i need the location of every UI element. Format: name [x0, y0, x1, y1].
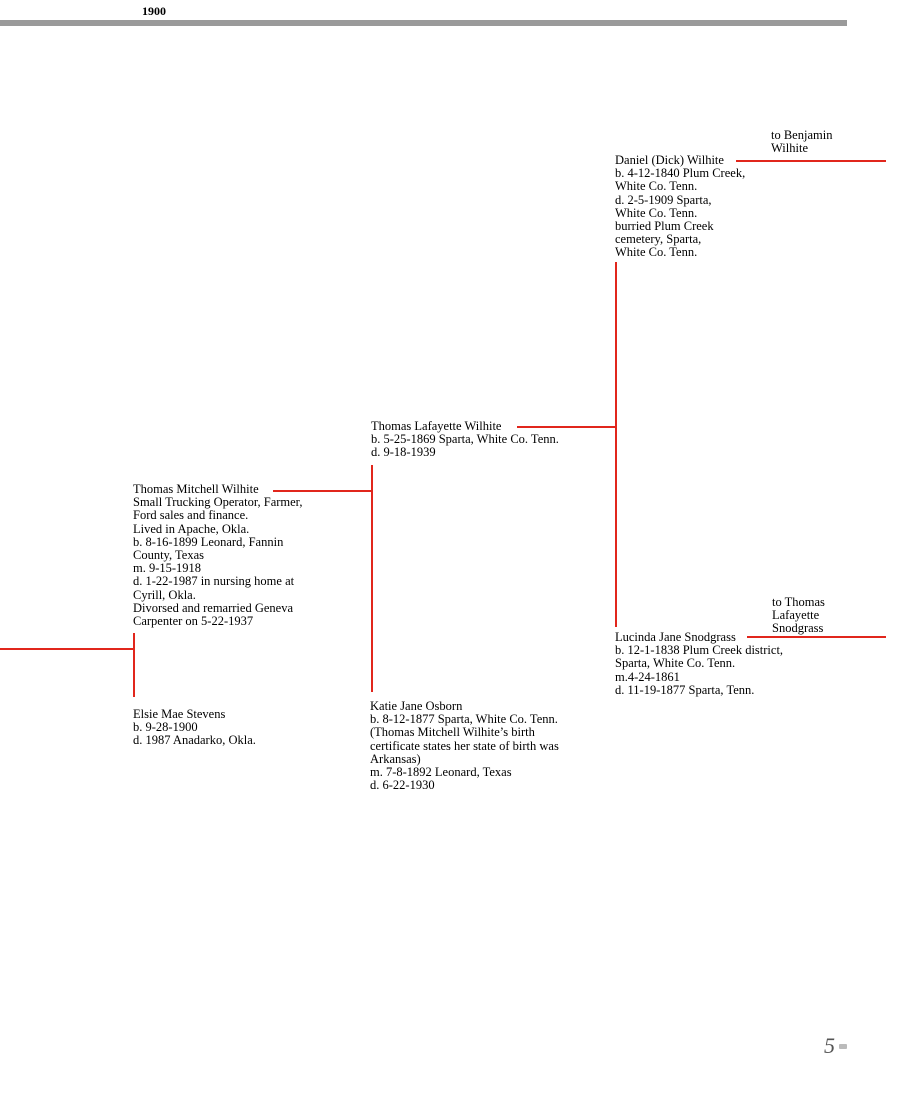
connector-line	[747, 636, 886, 638]
connector-line	[736, 160, 886, 162]
person-detail: certificate states her state of birth wa…	[370, 738, 559, 753]
person-detail: Arkansas)	[370, 751, 421, 766]
person-name: Katie Jane Osborn	[370, 699, 463, 713]
person-detail: White Co. Tenn.	[615, 205, 698, 220]
person-thomas-lafayette-wilhite: Thomas Lafayette Wilhite b. 5-25-1869 Sp…	[371, 419, 559, 460]
person-detail: d. 6-22-1930	[370, 778, 435, 793]
connector-line	[371, 465, 373, 692]
person-elsie-stevens: Elsie Mae Stevens b. 9-28-1900 d. 1987 A…	[133, 707, 256, 748]
person-detail: b. 8-12-1877 Sparta, White Co. Tenn.	[370, 712, 558, 727]
person-name: Thomas Mitchell Wilhite	[133, 482, 259, 496]
person-detail: b. 8-16-1899 Leonard, Fannin	[133, 534, 284, 549]
year-label: 1900	[142, 4, 166, 18]
person-detail: d. 1987 Anadarko, Okla.	[133, 733, 256, 748]
person-detail: b. 5-25-1869 Sparta, White Co. Tenn.	[371, 432, 559, 447]
person-detail: White Co. Tenn.	[615, 179, 698, 194]
person-detail: m. 9-15-1918	[133, 561, 202, 576]
person-detail: d. 1-22-1987 in nursing home at	[133, 574, 295, 589]
person-detail: Lived in Apache, Okla.	[133, 521, 250, 536]
person-detail: Small Trucking Operator, Farmer,	[133, 495, 303, 510]
person-name: Elsie Mae Stevens	[133, 707, 226, 721]
person-detail: County, Texas	[133, 548, 204, 563]
link-line: Snodgrass	[772, 621, 824, 636]
person-detail: White Co. Tenn.	[615, 245, 698, 260]
ancestor-link-benjamin: to Benjamin Wilhite	[771, 128, 833, 156]
person-detail: d. 2-5-1909 Sparta,	[615, 192, 712, 207]
link-line: to Benjamin	[771, 128, 833, 142]
connector-line	[0, 648, 134, 650]
person-thomas-mitchell-wilhite: Thomas Mitchell Wilhite Small Trucking O…	[133, 482, 303, 629]
page-number: 5	[824, 1033, 835, 1058]
page-ornament	[839, 1044, 847, 1049]
person-detail: burried Plum Creek	[615, 219, 714, 234]
person-detail: Cyrill, Okla.	[133, 587, 196, 602]
link-line: Wilhite	[771, 141, 808, 156]
person-detail: Divorsed and remarried Geneva	[133, 600, 293, 615]
person-name: Lucinda Jane Snodgrass	[615, 630, 736, 644]
link-line: Lafayette	[772, 608, 820, 623]
person-detail: Carpenter on 5-22-1937	[133, 614, 254, 629]
person-detail: Ford sales and finance.	[133, 508, 249, 523]
person-lucinda-snodgrass: Lucinda Jane Snodgrass b. 12-1-1838 Plum…	[615, 630, 784, 697]
person-detail: m.4-24-1861	[615, 669, 680, 684]
person-name: Thomas Lafayette Wilhite	[371, 419, 502, 433]
person-name: Daniel (Dick) Wilhite	[615, 153, 724, 167]
connector-line	[133, 633, 135, 697]
person-detail: d. 11-19-1877 Sparta, Tenn.	[615, 682, 755, 697]
person-detail: m. 7-8-1892 Leonard, Texas	[370, 765, 512, 780]
person-detail: b. 4-12-1840 Plum Creek,	[615, 166, 746, 181]
person-detail: b. 12-1-1838 Plum Creek district,	[615, 643, 784, 658]
connector-line	[517, 426, 616, 428]
person-detail: Sparta, White Co. Tenn.	[615, 656, 736, 671]
ancestor-link-snodgrass: to Thomas Lafayette Snodgrass	[772, 595, 825, 636]
header-rule	[0, 20, 847, 26]
person-detail: cemetery, Sparta,	[615, 232, 702, 247]
connector-line	[615, 262, 617, 627]
person-detail: b. 9-28-1900	[133, 720, 198, 735]
person-detail: d. 9-18-1939	[371, 445, 436, 460]
person-daniel-wilhite: Daniel (Dick) Wilhite b. 4-12-1840 Plum …	[615, 153, 746, 260]
link-line: to Thomas	[772, 595, 825, 609]
person-katie-osborn: Katie Jane Osborn b. 8-12-1877 Sparta, W…	[370, 699, 559, 793]
person-detail: (Thomas Mitchell Wilhite’s birth	[370, 725, 535, 740]
connector-line	[273, 490, 373, 492]
